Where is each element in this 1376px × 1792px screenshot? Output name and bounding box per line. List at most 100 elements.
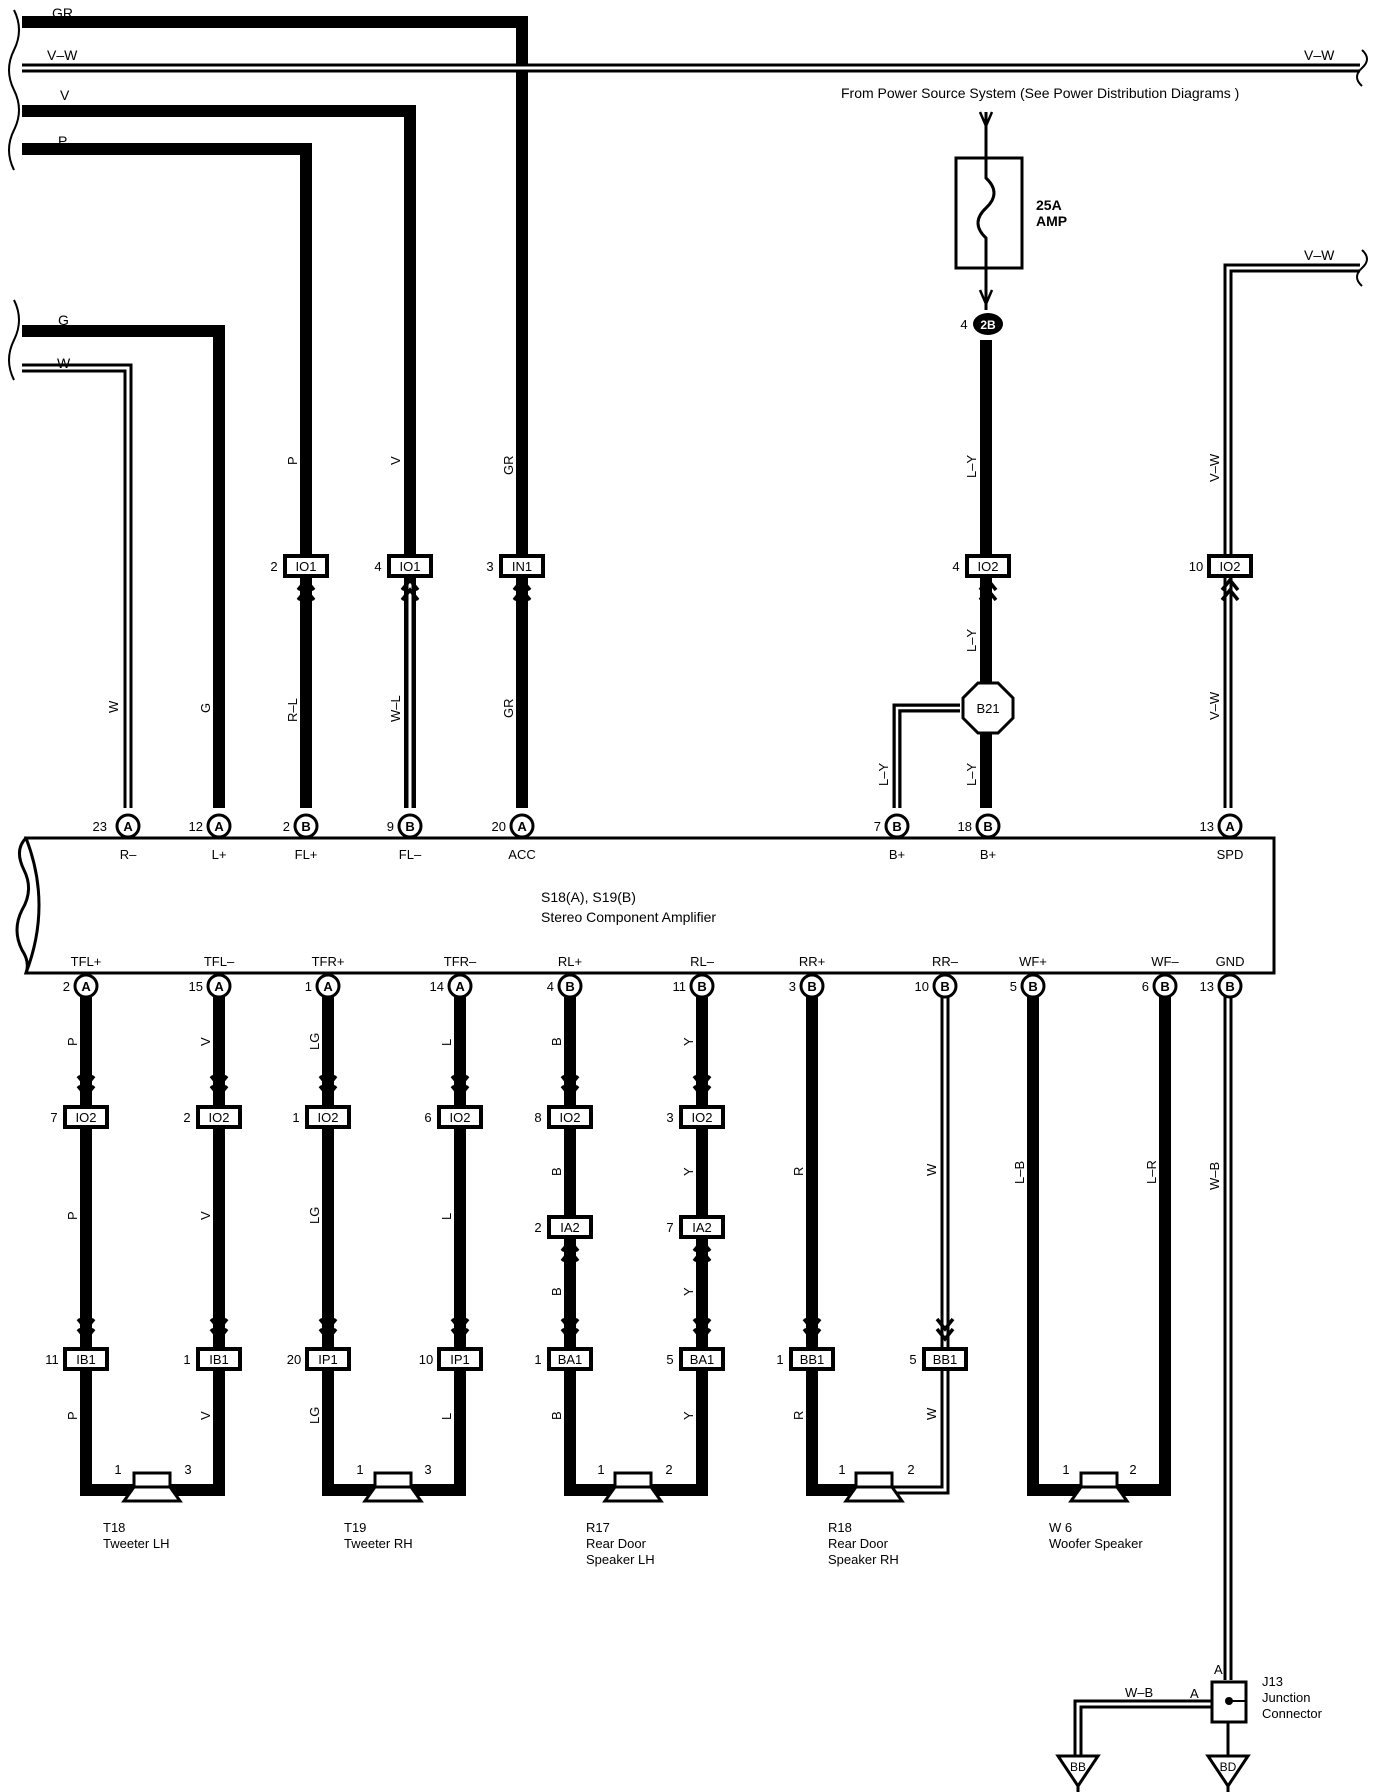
connector-io2-3: IO2 3 (666, 1105, 725, 1129)
svg-text:Y: Y (681, 1287, 696, 1296)
svg-text:3: 3 (424, 1462, 431, 1477)
svg-text:Y: Y (681, 1037, 696, 1046)
svg-text:7: 7 (50, 1110, 57, 1125)
svg-text:A: A (517, 819, 527, 834)
svg-text:TFL–: TFL– (204, 954, 235, 969)
svg-text:L: L (439, 1213, 454, 1220)
svg-text:Woofer Speaker: Woofer Speaker (1049, 1536, 1143, 1551)
svg-text:IP1: IP1 (450, 1352, 470, 1367)
svg-text:IO2: IO2 (76, 1110, 97, 1125)
amp-name: Stereo Component Amplifier (541, 909, 716, 925)
svg-text:A: A (1190, 1686, 1199, 1701)
svg-text:B: B (892, 819, 901, 834)
svg-text:TFR–: TFR– (444, 954, 477, 969)
svg-text:11: 11 (673, 979, 687, 994)
connector-in1-3: IN1 3 (486, 554, 545, 602)
svg-text:1: 1 (183, 1352, 190, 1367)
svg-text:8: 8 (534, 1110, 541, 1125)
svg-text:B: B (1160, 979, 1169, 994)
svg-text:LG: LG (307, 1407, 322, 1424)
svg-text:23: 23 (93, 819, 107, 834)
ground-bb-icon: BB (1056, 1754, 1100, 1792)
svg-text:B+: B+ (889, 847, 905, 862)
svg-text:13: 13 (1200, 819, 1214, 834)
svg-text:IB1: IB1 (76, 1352, 96, 1367)
wire-label-vw-spd: V–W (1304, 247, 1335, 263)
svg-text:6: 6 (1142, 979, 1149, 994)
svg-text:2: 2 (283, 819, 290, 834)
svg-text:BD: BD (1220, 1760, 1237, 1774)
connector-io2-10: IO2 10 (1189, 554, 1253, 602)
svg-text:P: P (65, 1037, 80, 1046)
svg-text:W: W (924, 1407, 939, 1420)
svg-text:TFL+: TFL+ (71, 954, 102, 969)
svg-text:A: A (1214, 1662, 1223, 1677)
svg-text:Y: Y (681, 1167, 696, 1176)
svg-text:12: 12 (189, 819, 203, 834)
svg-text:BB1: BB1 (933, 1352, 958, 1367)
svg-text:IO2: IO2 (692, 1110, 713, 1125)
svg-text:Tweeter RH: Tweeter RH (344, 1536, 413, 1551)
svg-text:G: G (198, 703, 213, 713)
wire-label-g: G (58, 312, 69, 328)
svg-text:4: 4 (374, 559, 381, 574)
junction-connector-j13: A A W–B J13 Junction Connector (1125, 1662, 1323, 1724)
svg-text:1: 1 (534, 1352, 541, 1367)
svg-text:2: 2 (1129, 1462, 1136, 1477)
svg-text:W: W (924, 1163, 939, 1176)
svg-text:W: W (106, 700, 121, 713)
svg-text:3: 3 (184, 1462, 191, 1477)
svg-text:AMP: AMP (1036, 213, 1067, 229)
svg-text:1: 1 (356, 1462, 363, 1477)
splice-b21: B21 (961, 681, 1015, 735)
svg-text:L–Y: L–Y (876, 763, 891, 786)
svg-text:1: 1 (597, 1462, 604, 1477)
svg-text:IN1: IN1 (512, 559, 532, 574)
svg-text:7: 7 (666, 1220, 673, 1235)
svg-text:V: V (198, 1211, 213, 1220)
svg-text:L–Y: L–Y (964, 629, 979, 652)
svg-text:B: B (1028, 979, 1037, 994)
svg-text:WF+: WF+ (1019, 954, 1047, 969)
svg-text:T19: T19 (344, 1520, 366, 1535)
svg-text:Connector: Connector (1262, 1706, 1323, 1721)
svg-text:W–L: W–L (388, 695, 403, 722)
svg-text:1: 1 (838, 1462, 845, 1477)
connector-io2-7: IO2 7 (50, 1105, 109, 1129)
svg-text:TFR+: TFR+ (312, 954, 345, 969)
svg-text:1: 1 (292, 1110, 299, 1125)
svg-text:BB1: BB1 (800, 1352, 825, 1367)
svg-text:Speaker LH: Speaker LH (586, 1552, 655, 1567)
svg-text:R: R (791, 1411, 806, 1420)
svg-text:L–B: L–B (1012, 1161, 1027, 1184)
svg-text:V: V (388, 456, 403, 465)
svg-text:Speaker RH: Speaker RH (828, 1552, 899, 1567)
svg-text:25A: 25A (1036, 197, 1062, 213)
speaker-t18: 1 3 T18 Tweeter LH (103, 1462, 192, 1551)
svg-text:B: B (565, 979, 574, 994)
svg-text:3: 3 (666, 1110, 673, 1125)
terminal-b-plus-7: B7B+ (874, 813, 910, 862)
svg-text:J13: J13 (1262, 1674, 1283, 1689)
svg-text:10: 10 (915, 979, 929, 994)
svg-text:A: A (323, 979, 333, 994)
svg-text:Rear Door: Rear Door (586, 1536, 647, 1551)
svg-text:2: 2 (63, 979, 70, 994)
